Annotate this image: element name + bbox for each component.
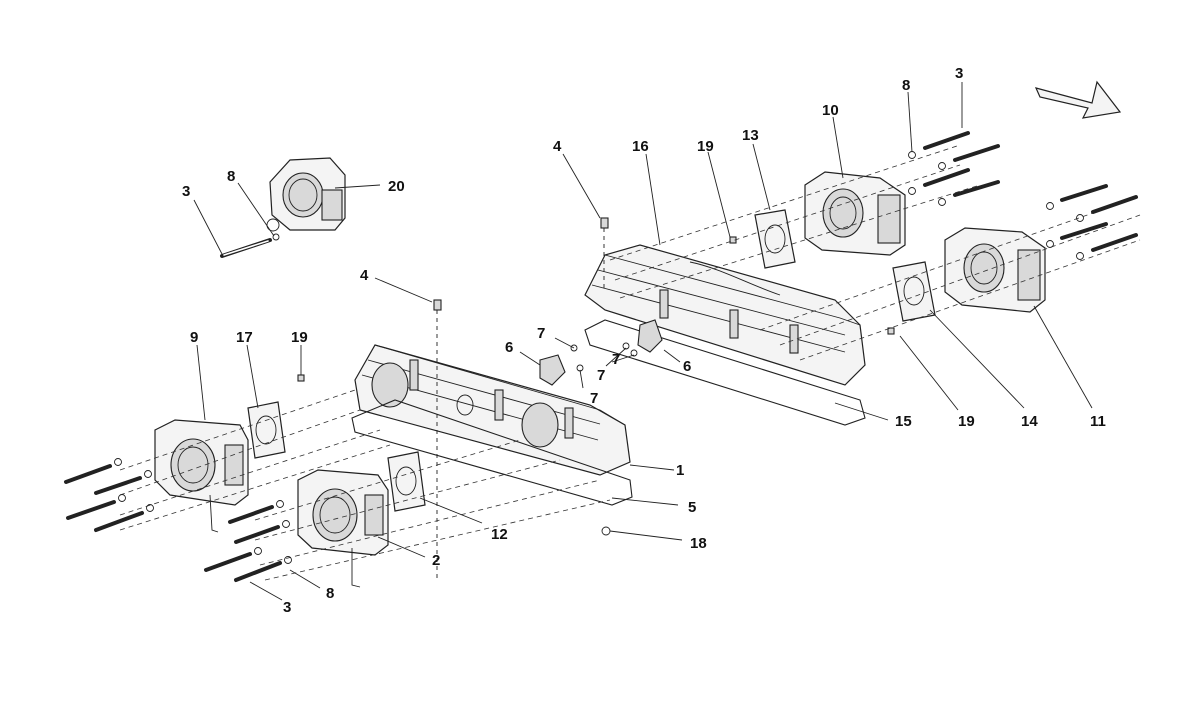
callout-3-top-left: 3 <box>182 183 190 200</box>
callout-7-upper: 7 <box>537 325 545 342</box>
screw-4-left <box>433 299 442 580</box>
callout-19-right: 19 <box>958 413 975 430</box>
sensor-6-left <box>539 354 566 386</box>
callout-15: 15 <box>895 413 912 430</box>
callout-16: 16 <box>632 138 649 155</box>
throttle-body-20[interactable] <box>266 157 346 232</box>
throttle-body-10[interactable] <box>804 171 906 256</box>
plug-18 <box>601 526 611 536</box>
callout-10: 10 <box>822 102 839 119</box>
callout-12: 12 <box>491 526 508 543</box>
callout-5: 5 <box>688 499 696 516</box>
callout-19-left: 19 <box>291 329 308 346</box>
intake-manifold-right-16[interactable] <box>584 244 866 386</box>
callout-2: 2 <box>432 552 440 569</box>
callout-6-left: 6 <box>505 339 513 356</box>
throttle-body-9[interactable] <box>154 419 249 533</box>
callout-7-lower: 7 <box>590 390 598 407</box>
callout-20: 20 <box>388 178 405 195</box>
callout-18: 18 <box>690 535 707 552</box>
callout-8-top-left: 8 <box>227 168 235 185</box>
throttle-body-2[interactable] <box>297 469 389 588</box>
intake-manifold-left-1[interactable] <box>354 344 631 476</box>
callout-4-right: 4 <box>553 138 562 155</box>
callout-11: 11 <box>1090 413 1106 430</box>
callout-4-left: 4 <box>360 267 369 284</box>
callout-8-top-right: 8 <box>902 77 910 94</box>
screw-4-right <box>600 217 609 290</box>
gasket-right-15 <box>584 319 866 426</box>
throttle-body-11[interactable] <box>944 227 1046 313</box>
direction-arrow-icon <box>1034 80 1122 119</box>
gasket-left-5 <box>351 399 633 506</box>
bolt-3-top-left <box>220 238 272 258</box>
assembly-lines <box>119 144 1141 581</box>
callout-labels: 1 2 3 3 3 4 4 5 6 6 7 7 7 7 8 8 8 9 10 1… <box>182 65 1106 616</box>
callout-19-top: 19 <box>697 138 714 155</box>
leader-lines <box>193 82 1093 601</box>
callout-13: 13 <box>742 127 759 144</box>
gasket-13 <box>754 209 796 269</box>
callout-6-right: 6 <box>683 358 691 375</box>
gasket-14 <box>892 261 936 322</box>
callout-7-right-a: 7 <box>597 367 605 384</box>
callout-9: 9 <box>190 329 198 346</box>
bolts-left-group <box>64 458 292 582</box>
callout-3-bottom: 3 <box>283 599 291 616</box>
gasket-12 <box>387 451 426 512</box>
callout-3-top-right: 3 <box>955 65 963 82</box>
callout-7-right-b: 7 <box>612 351 620 368</box>
callout-17: 17 <box>236 329 253 346</box>
washer-8-top-left <box>272 233 280 241</box>
dowel-19-left <box>297 374 305 382</box>
callout-8-bottom: 8 <box>326 585 334 602</box>
gasket-17 <box>247 401 286 459</box>
dowel-19-right <box>887 327 895 335</box>
callout-1: 1 <box>676 462 684 479</box>
sensor-6-right <box>637 319 663 353</box>
callout-14: 14 <box>1021 413 1038 430</box>
